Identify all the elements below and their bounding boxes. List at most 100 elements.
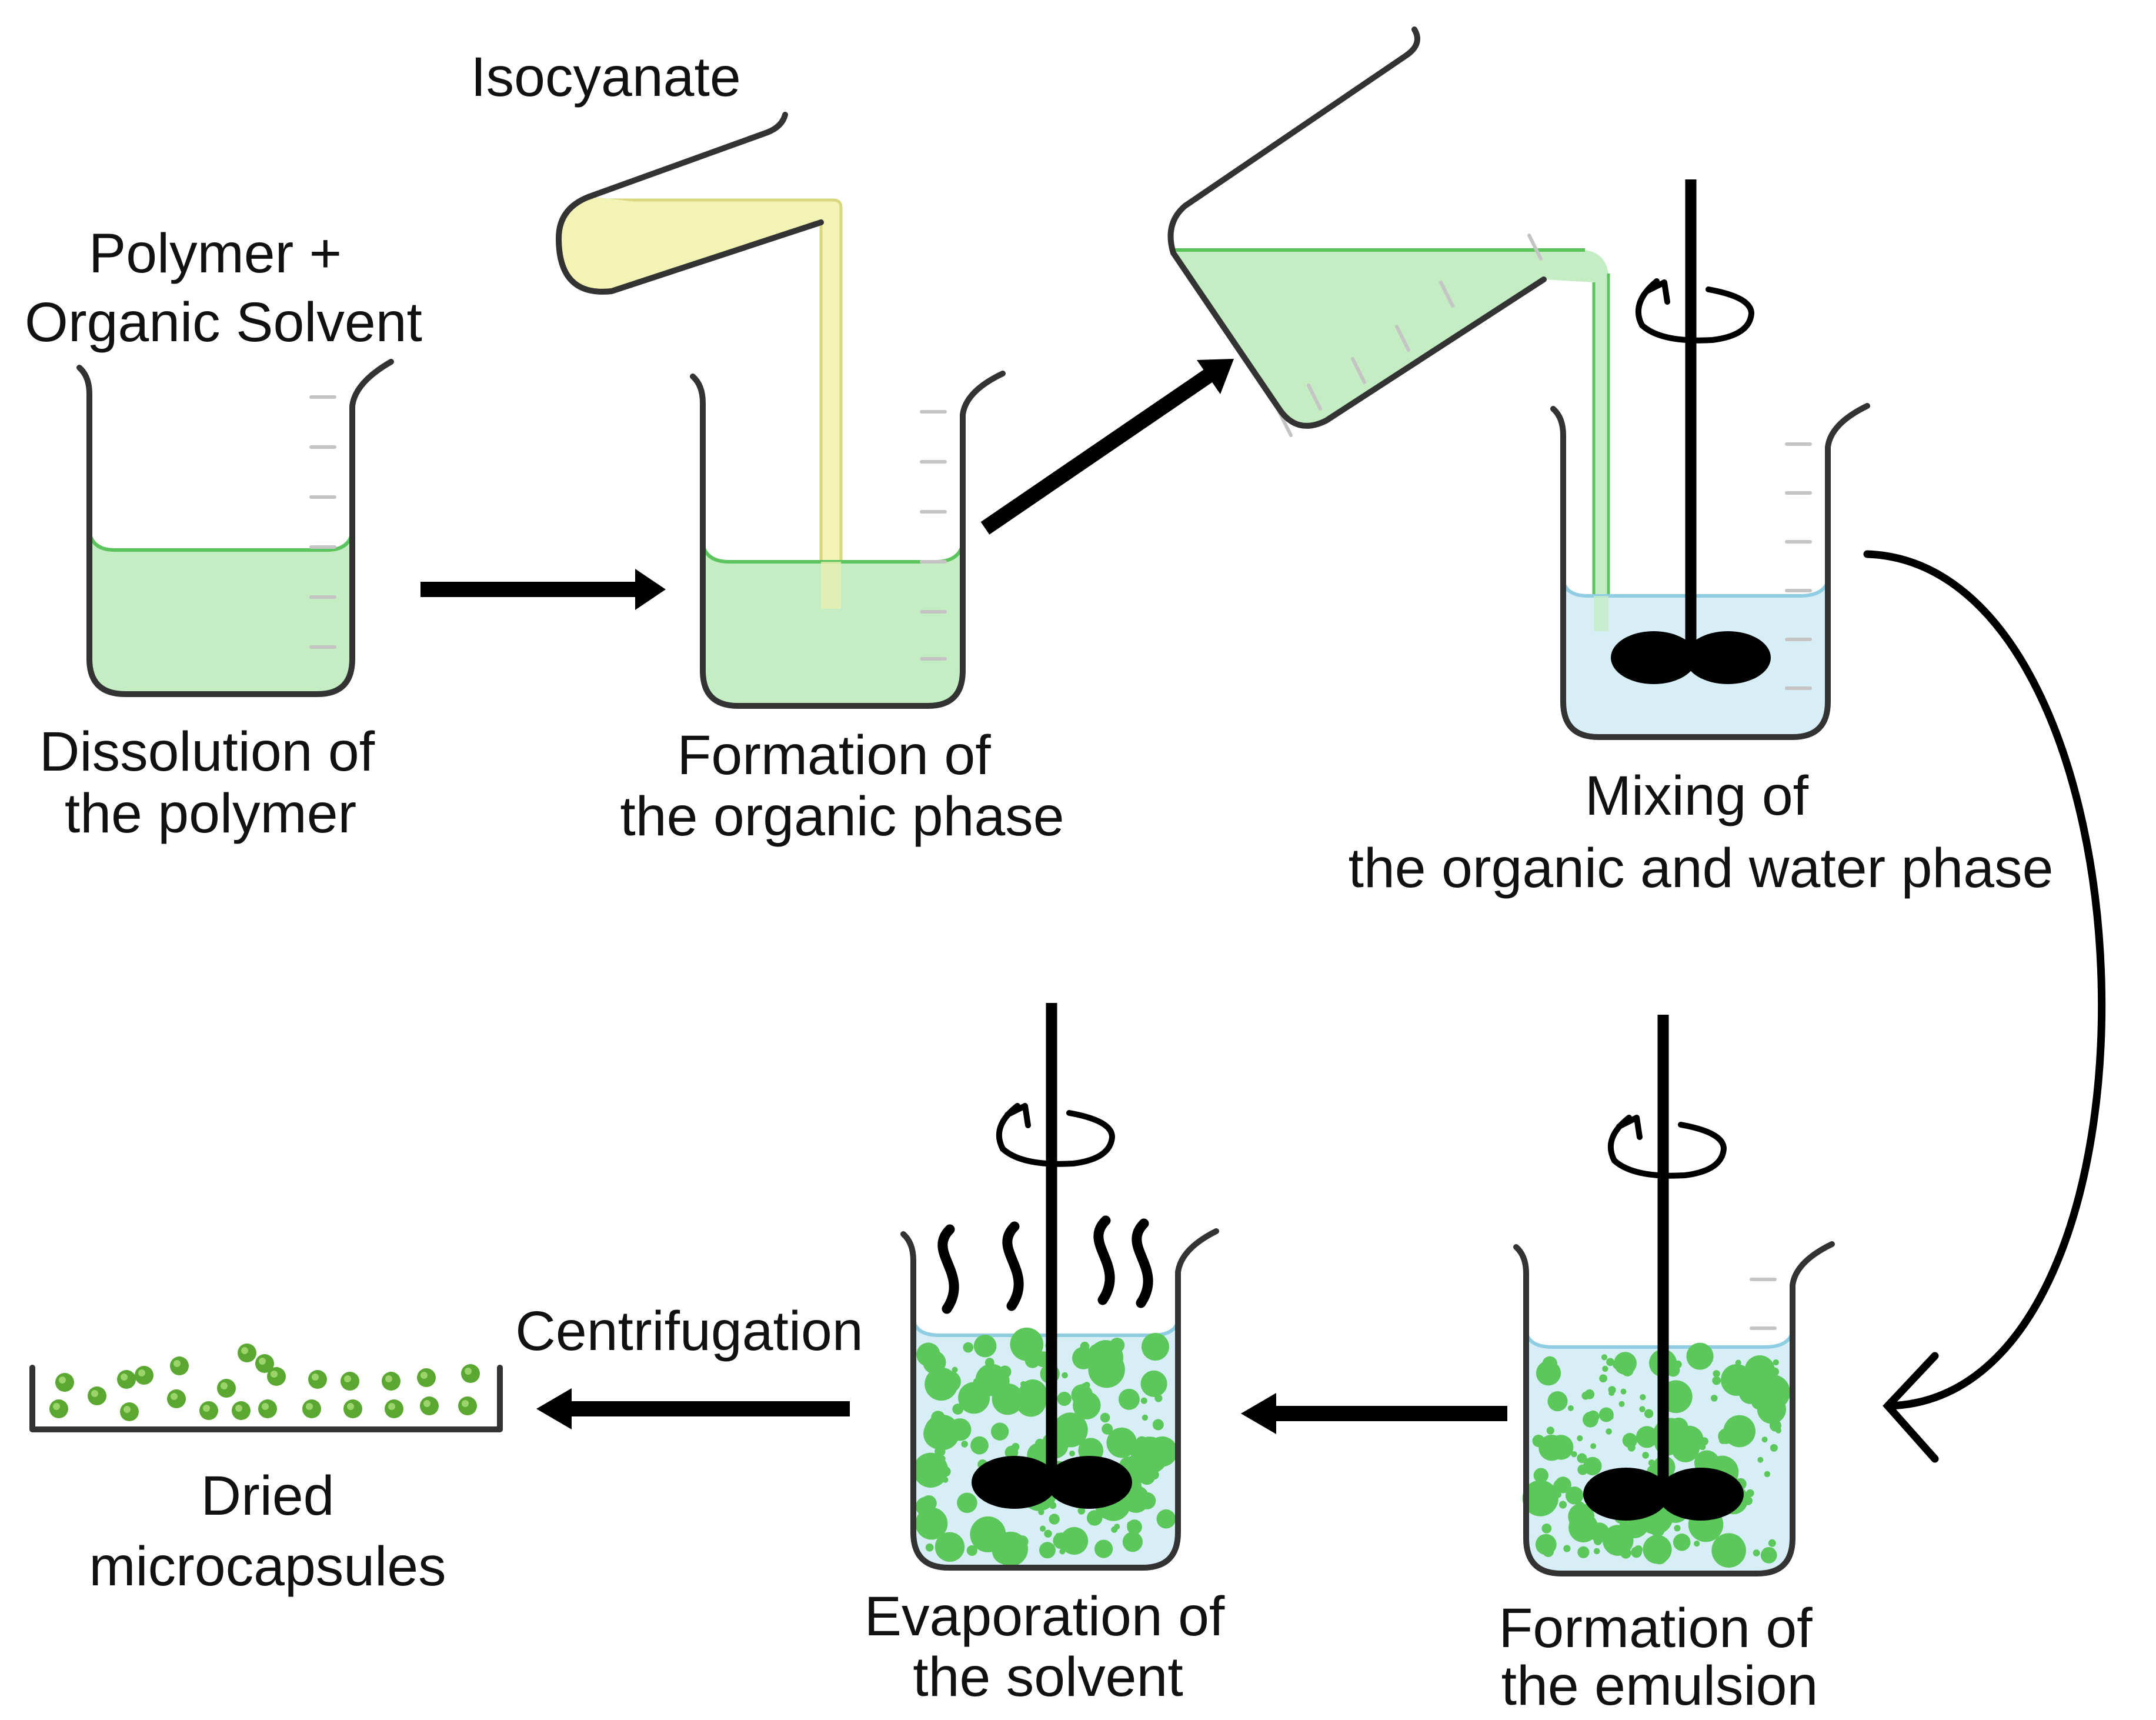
droplet: [1746, 1489, 1754, 1498]
microcapsule-highlight: [173, 1360, 181, 1367]
droplet: [990, 1422, 1009, 1441]
droplet: [1694, 1541, 1700, 1547]
droplet: [1577, 1453, 1587, 1464]
droplet: [1599, 1374, 1608, 1383]
evaporation-caption-line2: the solvent: [913, 1646, 1183, 1708]
droplet: [983, 1534, 992, 1543]
polymer-solvent-label-line2: Organic Solvent: [25, 291, 422, 354]
droplet: [952, 1404, 964, 1415]
droplet: [939, 1455, 946, 1462]
droplet: [1156, 1509, 1176, 1529]
stirrer-emulsion: [1583, 1015, 1744, 1521]
droplet: [963, 1342, 974, 1353]
droplet: [1711, 1395, 1718, 1402]
arrow-dissolution-to-organic: [420, 569, 666, 610]
droplet: [1144, 1467, 1154, 1476]
flask-outline: [1167, 26, 1547, 429]
droplet: [1113, 1362, 1120, 1369]
droplet: [1653, 1549, 1664, 1560]
droplet: [1109, 1338, 1125, 1353]
droplet: [1140, 1397, 1147, 1404]
droplet: [1719, 1436, 1727, 1444]
droplet: [1081, 1383, 1087, 1389]
droplet: [940, 1466, 951, 1477]
droplet: [1558, 1501, 1567, 1509]
droplet: [1673, 1534, 1691, 1551]
droplet: [1631, 1546, 1642, 1558]
droplet: [1140, 1370, 1167, 1397]
droplet: [1615, 1528, 1623, 1536]
droplet: [1713, 1370, 1720, 1378]
droplet: [1747, 1358, 1760, 1371]
isocyanate-in-liquid: [821, 562, 841, 609]
droplet: [1152, 1419, 1164, 1431]
droplet: [1726, 1422, 1744, 1440]
measurement-ticks: [1750, 1278, 1777, 1330]
droplet: [1547, 1391, 1568, 1412]
droplet: [1755, 1374, 1791, 1410]
microcapsule-highlight: [203, 1405, 210, 1412]
water-surface: [912, 1320, 1180, 1337]
isocyanate-bulb: [559, 197, 821, 292]
centrifugation-label: Centrifugation: [515, 1300, 863, 1362]
measurement-ticks: [309, 395, 336, 649]
droplet: [1764, 1471, 1771, 1478]
rotation-arrow-icon: [1635, 278, 1754, 344]
droplet: [1636, 1426, 1658, 1448]
microcapsule-highlight: [53, 1403, 60, 1410]
droplet: [939, 1371, 961, 1393]
arrow-emulsion-to-evaporation: [1241, 1393, 1507, 1434]
droplet: [992, 1383, 1024, 1415]
microcapsule-highlight: [121, 1374, 128, 1381]
microcapsule-highlight: [91, 1390, 98, 1397]
droplet: [946, 1539, 961, 1554]
droplet: [1620, 1388, 1627, 1395]
droplet: [1608, 1390, 1615, 1396]
droplet: [1568, 1503, 1595, 1530]
droplet: [1606, 1358, 1614, 1366]
dried-microcapsules-tray: [29, 1344, 503, 1432]
droplet: [958, 1382, 990, 1414]
tube-outline: [556, 112, 824, 295]
droplet: [1643, 1535, 1672, 1564]
droplet: [1554, 1491, 1561, 1498]
droplet: [1546, 1426, 1554, 1435]
dried-caption-line2: microcapsules: [89, 1535, 446, 1598]
beaker-outline: [1550, 403, 1870, 740]
droplet: [1080, 1341, 1090, 1351]
droplet: [1055, 1533, 1062, 1539]
beaker-outline: [76, 359, 394, 697]
mixing-caption-line2: the organic and water phase: [1349, 837, 2054, 899]
droplet: [913, 1452, 949, 1488]
droplet: [1669, 1417, 1688, 1437]
emulsion-caption-line2: the emulsion: [1501, 1655, 1818, 1717]
droplet: [984, 1358, 994, 1368]
droplet: [1607, 1414, 1614, 1420]
isocyanate-tube: [556, 112, 843, 611]
droplet: [1071, 1384, 1093, 1406]
droplet: [1049, 1514, 1060, 1525]
droplet: [1044, 1529, 1052, 1538]
droplet: [949, 1418, 972, 1441]
droplet: [1571, 1451, 1577, 1458]
vapor-icon: [937, 1215, 1153, 1314]
droplet: [1102, 1423, 1113, 1435]
droplet: [957, 1492, 977, 1514]
droplet: [973, 1378, 980, 1385]
droplet: [1038, 1509, 1044, 1515]
droplet: [1593, 1548, 1600, 1555]
droplet: [970, 1436, 989, 1455]
droplet: [1606, 1428, 1612, 1435]
droplet: [1773, 1359, 1779, 1366]
organic-liquid: [89, 532, 352, 694]
droplet: [1053, 1412, 1088, 1448]
beaker-dissolution: [76, 359, 394, 697]
droplet: [915, 1507, 948, 1540]
droplet: [1654, 1525, 1665, 1536]
microcapsule-highlight: [259, 1358, 266, 1365]
polymer-solvent-label-line1: Polymer +: [89, 222, 342, 285]
droplet: [1601, 1354, 1608, 1361]
droplet: [1639, 1406, 1646, 1412]
droplet: [1015, 1386, 1047, 1417]
